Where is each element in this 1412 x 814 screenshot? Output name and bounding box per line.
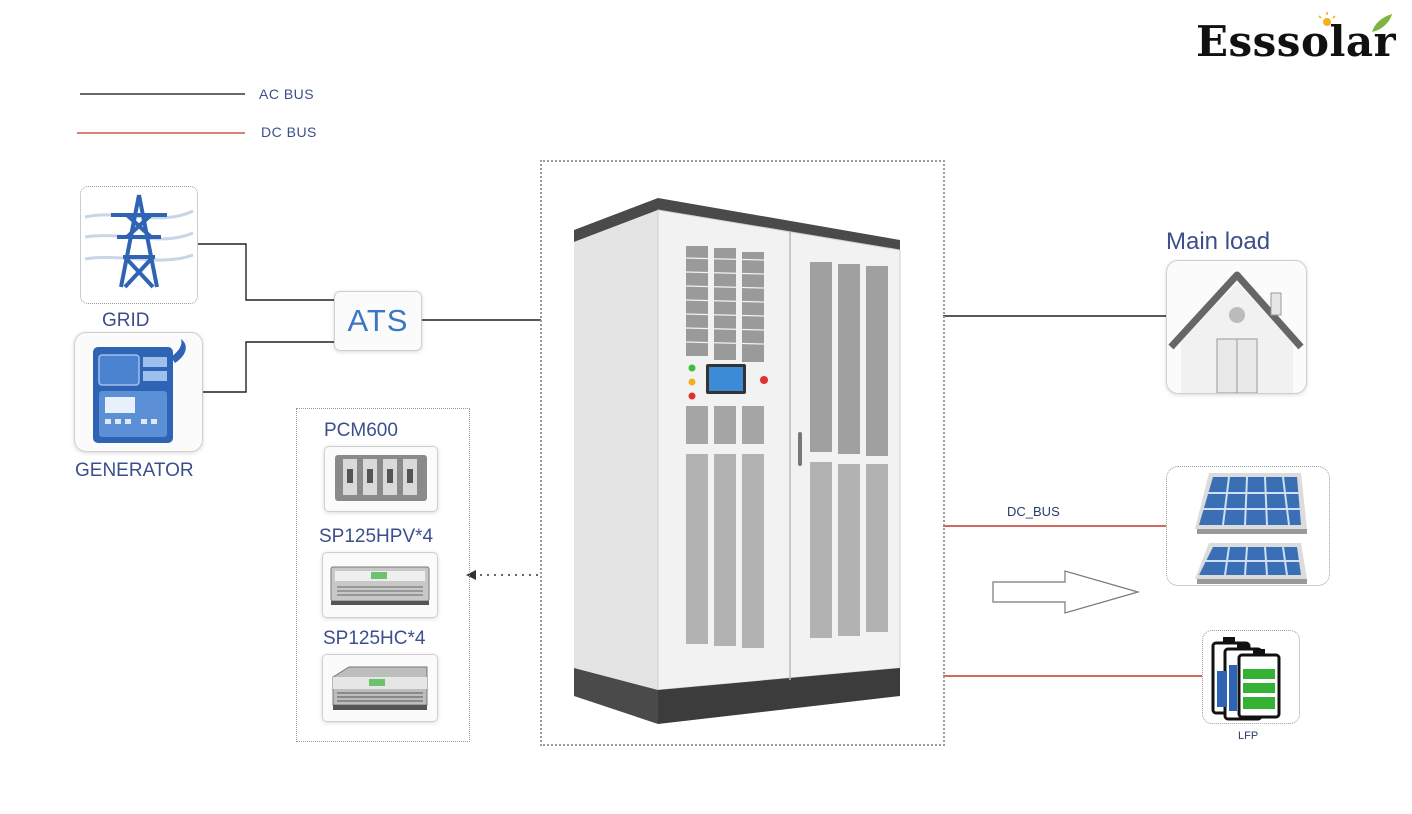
generator-box bbox=[74, 332, 203, 452]
dotted-pointer-arrowhead bbox=[466, 570, 476, 580]
pcm600-box bbox=[324, 446, 438, 512]
sp125hc-box bbox=[322, 654, 438, 722]
module-label-pcm600: PCM600 bbox=[324, 420, 398, 441]
solar-box bbox=[1166, 466, 1330, 586]
ats-label: ATS bbox=[347, 303, 409, 338]
module-group-box bbox=[296, 408, 470, 742]
ats-box: ATS bbox=[334, 291, 422, 351]
solar-panel-icon bbox=[1195, 473, 1307, 584]
energy-storage-cabinet-icon bbox=[574, 198, 901, 724]
module-label-sp125hc: SP125HC*4 bbox=[323, 628, 426, 649]
grid-to-ats-line bbox=[198, 243, 334, 301]
svg-text:Esssolari: Esssolari bbox=[1196, 17, 1396, 64]
battery-converter-icon bbox=[332, 666, 428, 710]
cabinet-frame bbox=[540, 160, 945, 746]
generator-icon bbox=[93, 339, 186, 443]
main-load-label: Main load bbox=[1166, 228, 1271, 255]
battery-label: LFP bbox=[1238, 730, 1259, 742]
pcm-module-icon bbox=[335, 455, 427, 501]
house-icon bbox=[1168, 271, 1304, 394]
brand-logo: Esssolari bbox=[1196, 12, 1412, 74]
grid-box bbox=[80, 186, 198, 304]
main-load-box bbox=[1166, 260, 1307, 394]
flow-arrow bbox=[992, 570, 1141, 614]
generator-to-ats-line bbox=[203, 341, 334, 393]
sp125hpv-box bbox=[322, 552, 438, 618]
lfp-battery-icon bbox=[1211, 637, 1281, 721]
dc-bus-legend-label: DC BUS bbox=[261, 124, 317, 140]
pv-module-icon bbox=[330, 566, 430, 605]
dc-bus-label: DC_BUS bbox=[1007, 504, 1060, 519]
ac-bus-legend-label: AC BUS bbox=[259, 86, 315, 102]
transmission-tower-icon bbox=[84, 194, 194, 289]
module-label-sp125hpv: SP125HPV*4 bbox=[319, 526, 434, 547]
brand-logo-graphic: Esssolari bbox=[1196, 12, 1412, 66]
battery-box bbox=[1202, 630, 1300, 724]
grid-label: GRID bbox=[102, 310, 150, 331]
generator-label: GENERATOR bbox=[75, 460, 194, 481]
